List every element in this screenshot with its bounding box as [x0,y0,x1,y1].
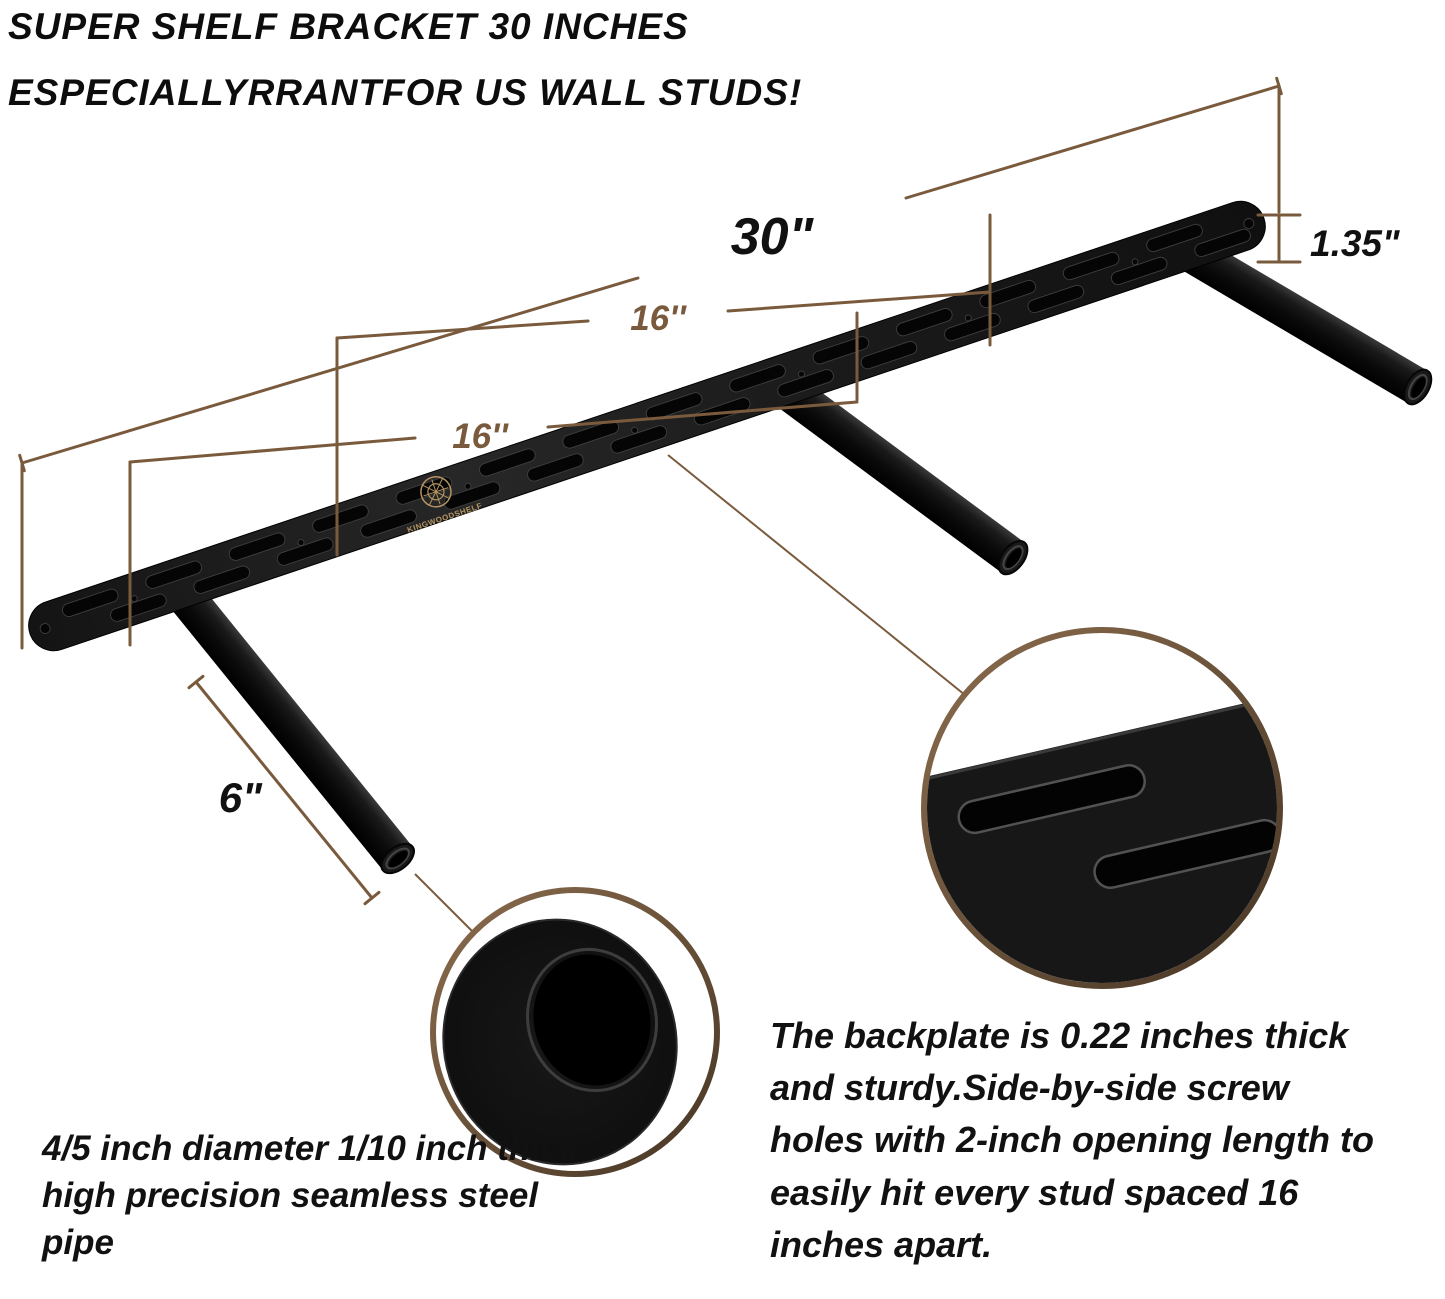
dimension-spacing-upper: 16'' [335,213,992,557]
rod-middle [780,378,1029,576]
dimension-plate-height: 1.35" [1256,213,1400,264]
dimension-label-16-lower: 16'' [452,417,509,456]
dimension-label-6: 6" [219,774,263,821]
callout-connector-slots [667,454,966,696]
pipe-note: 4/5 inch diameter 1/10 inch thick high p… [42,1129,579,1262]
rod-left [168,581,415,875]
backplate-note: The backplate is 0.22 inches thick and s… [770,1015,1374,1265]
callout-connector-pipe [414,873,475,934]
callout-pipe-end [430,887,720,1177]
backplate-slots [39,218,1255,635]
dimension-label-1-35: 1.35" [1310,223,1400,264]
dimension-spacing-lower: 16'' [128,311,859,647]
dimension-rod-length: 6" [187,674,381,906]
backplate: KINGWOODSHELF [28,200,1266,652]
dimension-label-30: 30" [731,208,815,266]
title-line-2: ESPECIALLYRRANTFOR US WALL STUDS! [8,72,803,113]
dimension-label-16-upper: 16'' [630,299,687,338]
rod-right [1173,232,1433,406]
title-line-1: SUPER SHELF BRACKET 30 INCHES [8,6,689,47]
dimension-overall-length: 30" [18,76,1283,650]
